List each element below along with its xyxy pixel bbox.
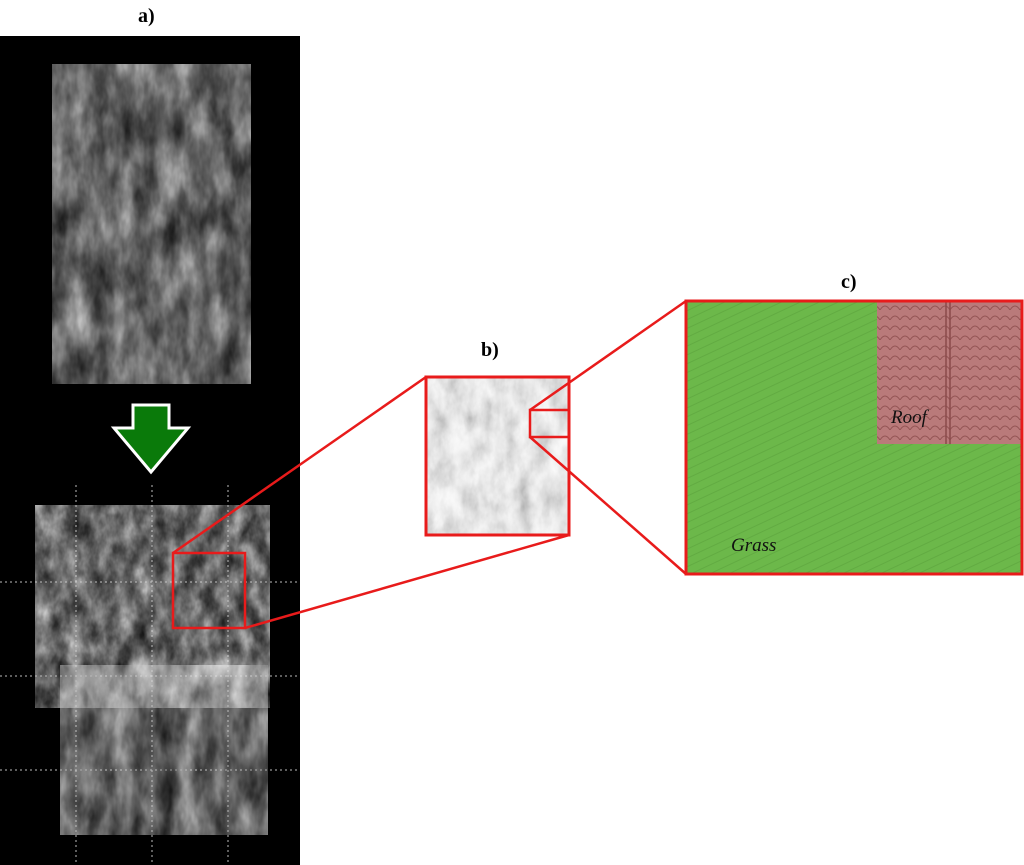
- grass-label: Grass: [731, 535, 776, 556]
- original-satellite-image: [52, 64, 251, 384]
- highlight-box-b: [528, 408, 569, 439]
- roof-label: Roof: [890, 407, 930, 428]
- connector-lines-ab: [172, 375, 570, 630]
- panel-a-label: a): [138, 5, 155, 27]
- panel-b-label: b): [481, 339, 499, 361]
- roof-ridges: [945, 301, 951, 444]
- highlight-box-a: [171, 551, 247, 630]
- connector-lines-bc: [529, 299, 687, 575]
- mosaic-image: [35, 505, 270, 835]
- panel-c-frame: [684, 299, 1024, 576]
- panel-c-label: c): [841, 271, 857, 293]
- panel-b-frame: [424, 375, 571, 537]
- down-arrow-icon: [110, 403, 192, 475]
- zoomed-image-b: [426, 377, 569, 535]
